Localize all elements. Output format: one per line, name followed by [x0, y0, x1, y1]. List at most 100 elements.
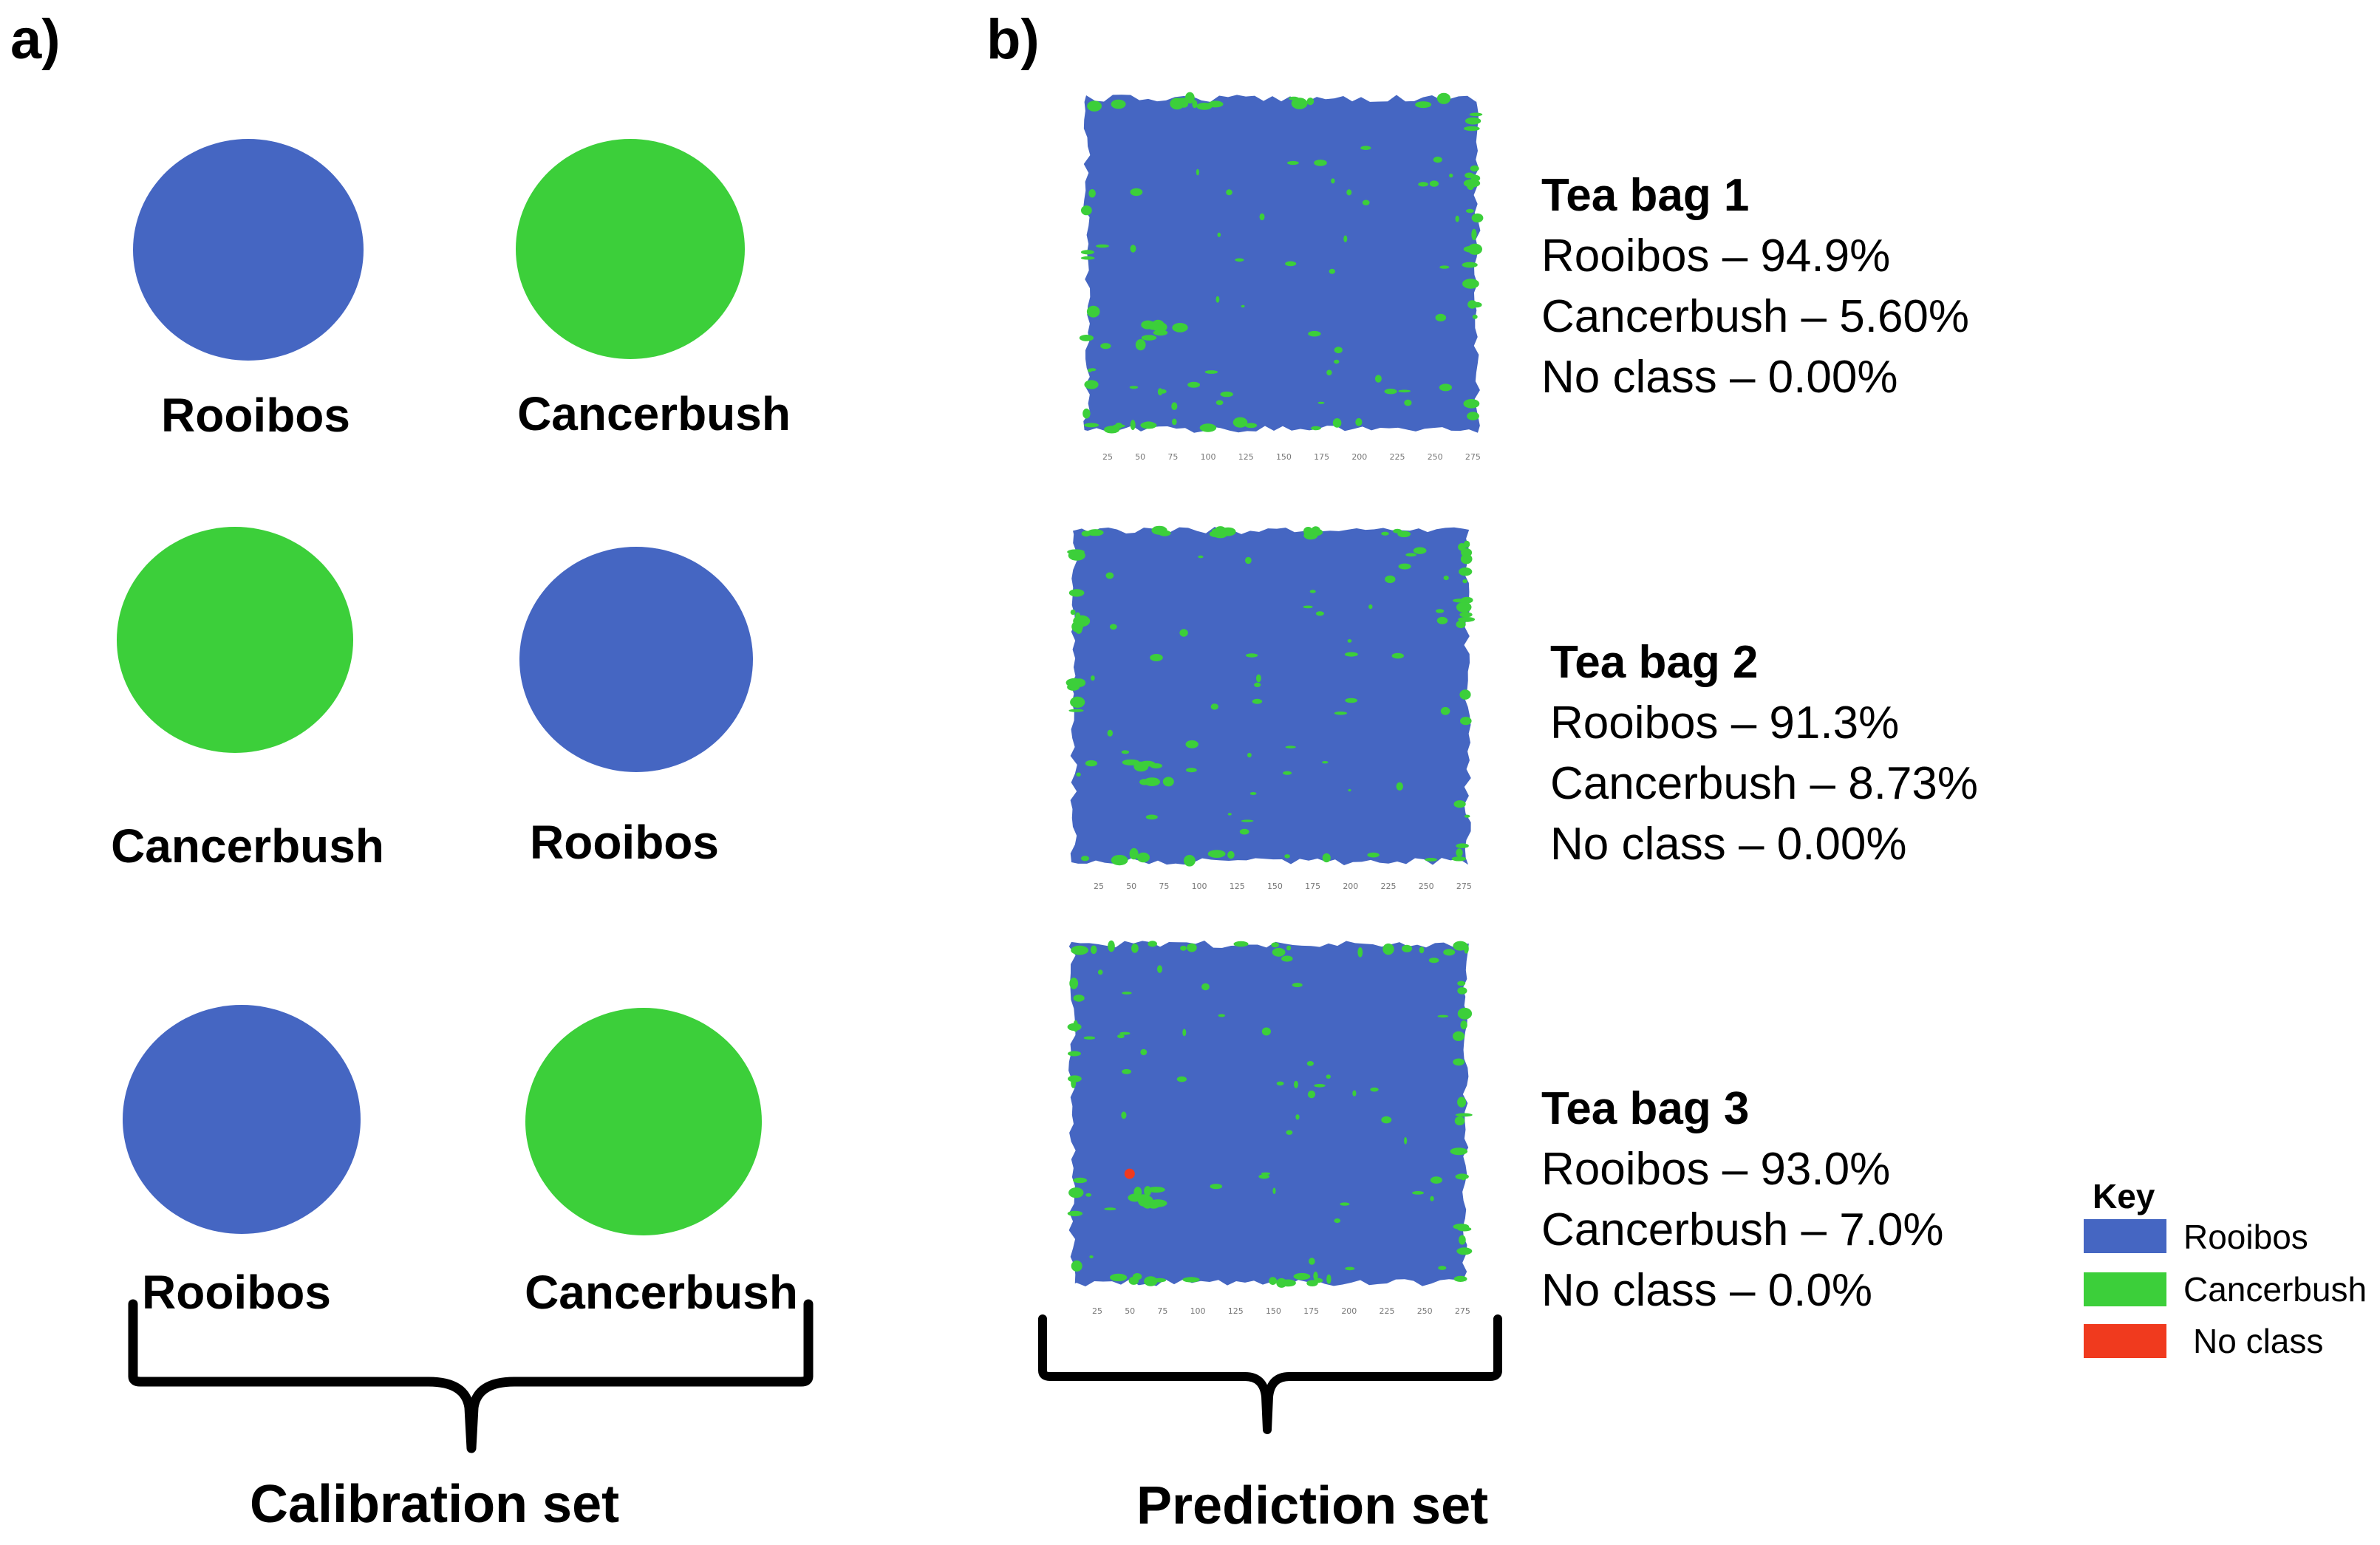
- cancerbush-speckle: [1413, 547, 1427, 554]
- cancerbush-speckle: [1430, 1196, 1434, 1201]
- tea-bag-3-results: Tea bag 3 Rooibos – 93.0% Cancerbush – 7…: [1541, 1079, 1944, 1321]
- cancerbush-speckle: [1272, 947, 1286, 957]
- cancerbush-speckle: [1396, 782, 1403, 791]
- cancerbush-speckle: [1218, 1014, 1226, 1017]
- cancerbush-speckle: [1162, 777, 1174, 787]
- cancerbush-speckle: [1081, 205, 1092, 216]
- cancerbush-speckle: [1334, 359, 1340, 364]
- cancerbush-speckle: [1105, 572, 1114, 579]
- cancerbush-speckle: [1271, 942, 1279, 948]
- cancerbush-speckle: [1326, 369, 1332, 376]
- x-tick: 125: [1238, 452, 1254, 462]
- cancerbush-speckle: [1286, 945, 1292, 951]
- cancerbush-speckle: [1334, 712, 1347, 715]
- cancerbush-speckle: [1303, 605, 1313, 609]
- cancerbush-speckle: [1439, 383, 1452, 392]
- cancerbush-speckle: [1184, 92, 1195, 104]
- cancerbush-speckle: [1415, 101, 1432, 109]
- cancerbush-speckle: [1331, 178, 1335, 184]
- cancerbush-speckle: [1340, 1202, 1350, 1206]
- cancerbush-speckle: [1215, 296, 1220, 303]
- rooibos-circle: [133, 139, 364, 361]
- cancerbush-speckle: [1201, 983, 1210, 991]
- cancerbush-speckle: [1241, 819, 1254, 822]
- cancerbush-speckle: [1384, 389, 1397, 395]
- cancerbush-speckle: [1334, 347, 1343, 354]
- cancerbush-speckle: [1436, 92, 1451, 104]
- cancerbush-speckle: [1158, 530, 1171, 536]
- cancerbush-speckle: [1115, 423, 1123, 429]
- cancerbush-speckle: [1135, 339, 1146, 351]
- cancerbush-speckle: [1457, 1007, 1473, 1020]
- x-tick: 225: [1389, 452, 1405, 462]
- cancerbush-speckle: [1170, 98, 1184, 110]
- cancerbush-speckle: [1438, 1266, 1447, 1270]
- calibration-set-label: Calibration set: [250, 1475, 620, 1534]
- cancerbush-speckle: [1381, 531, 1389, 536]
- cancerbush-speckle: [1463, 126, 1480, 132]
- cancerbush-speckle: [1239, 828, 1249, 835]
- cancerbush-speckle: [1091, 675, 1095, 681]
- cancerbush-speckle: [1437, 1014, 1449, 1018]
- tea-bag-1-classification-map: [1079, 90, 1485, 437]
- cancerbush-speckle: [1293, 1272, 1311, 1280]
- cancerbush-speckle: [1080, 256, 1095, 260]
- cancerbush-speckle: [1192, 100, 1198, 109]
- cancerbush-speckle: [1130, 420, 1136, 431]
- x-tick: 25: [1102, 452, 1113, 462]
- x-tick: 250: [1416, 1306, 1433, 1316]
- rooibos-circle: [123, 1005, 361, 1234]
- cancerbush-speckle: [1249, 792, 1257, 795]
- cancerbush-speckle: [1412, 1191, 1424, 1195]
- cancerbush-speckle: [1309, 1258, 1315, 1265]
- tea-bag-3-title: Tea bag 3: [1541, 1083, 1750, 1134]
- cancerbush-speckle: [1285, 261, 1297, 267]
- cancerbush-speckle: [1451, 856, 1467, 862]
- x-tick: 175: [1305, 881, 1321, 891]
- x-tick: 225: [1379, 1306, 1395, 1316]
- tea-bag-3-cancerbush: Cancerbush – 7.0%: [1541, 1204, 1944, 1255]
- cancerbush-speckle: [1329, 268, 1335, 274]
- cancerbush-speckle: [1317, 401, 1325, 404]
- cancerbush-speckle: [1348, 788, 1351, 792]
- x-tick: 125: [1227, 1306, 1244, 1316]
- cancerbush-speckle: [1370, 1087, 1379, 1092]
- circle-label-cancerbush: Cancerbush: [525, 1266, 798, 1319]
- cancerbush-speckle: [1196, 103, 1213, 110]
- cancerbush-speckle: [1453, 1275, 1467, 1282]
- cancerbush-speckle: [1430, 1176, 1442, 1184]
- rooibos-circle: [519, 547, 753, 772]
- cancerbush-speckle: [1391, 652, 1404, 659]
- cancerbush-speckle: [1294, 1080, 1298, 1088]
- key-label-no-class: No class: [2193, 1322, 2324, 1360]
- tea-bag-2-classification-map: [1065, 522, 1476, 870]
- cancerbush-speckle: [1261, 1027, 1271, 1036]
- cancerbush-speckle: [1449, 173, 1453, 178]
- x-tick: 150: [1266, 881, 1283, 891]
- x-tick: 50: [1135, 452, 1146, 462]
- cancerbush-speckle: [1245, 556, 1252, 565]
- cancerbush-speckle: [1382, 943, 1394, 955]
- cancerbush-speckle: [1086, 305, 1100, 318]
- cancerbush-speckle: [1453, 800, 1466, 808]
- cancerbush-speckle: [1289, 96, 1299, 100]
- cancerbush-speckle: [1097, 969, 1103, 975]
- cancerbush-speckle: [1467, 243, 1482, 255]
- cancerbush-speckle: [1467, 412, 1479, 420]
- cancerbush-speckle: [1068, 550, 1085, 561]
- cancerbush-speckle: [1117, 1034, 1125, 1039]
- cancerbush-speckle: [1345, 698, 1357, 703]
- cancerbush-speckle: [1355, 417, 1363, 426]
- cancerbush-speckle: [1322, 853, 1331, 863]
- tea-bag-1-rooibos: Rooibos – 94.9%: [1541, 231, 1891, 282]
- cancerbush-speckle: [1130, 188, 1143, 197]
- cancerbush-speckle: [1452, 598, 1467, 603]
- cancerbush-speckle: [1469, 112, 1483, 117]
- cancerbush-speckle: [1100, 343, 1111, 349]
- cancerbush-speckle: [1326, 1074, 1331, 1079]
- x-tick: 150: [1275, 452, 1292, 462]
- cancerbush-speckle: [1368, 604, 1373, 610]
- cancerbush-speckle: [1184, 855, 1196, 867]
- cancerbush-speckle: [1374, 375, 1382, 383]
